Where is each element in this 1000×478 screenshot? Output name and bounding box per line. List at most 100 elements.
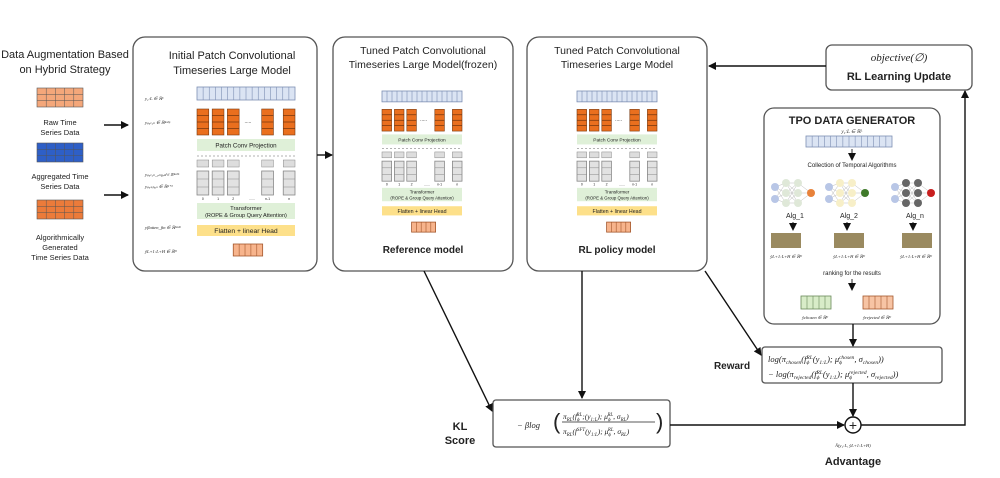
- formula-segment: ϕ: [577, 418, 580, 423]
- position-index: n: [288, 197, 290, 201]
- formula-segment: 1:L: [819, 360, 827, 366]
- formula-segment: (f: [811, 369, 818, 379]
- formula-segment: π: [563, 427, 567, 436]
- position-index: 1: [217, 197, 219, 201]
- node: [891, 183, 899, 191]
- node: [771, 195, 779, 203]
- position-index: 2: [232, 197, 234, 201]
- tpo-input-label: y₁:L ∈ ℝᴸ: [840, 129, 862, 135]
- policy-model-caption: RL policy model: [578, 245, 655, 256]
- ellipsis: .....: [244, 119, 251, 125]
- flatten-head-label: Flatten + linear Head: [592, 209, 641, 215]
- tensor-shape-label: yₚₐₜ꜀ₕ ∈ ℝⁿˣᵈᵖ: [144, 120, 171, 125]
- formula-segment: RL: [606, 413, 613, 418]
- transformer-block: [197, 203, 295, 219]
- node: [902, 179, 910, 187]
- alg-output-label: ŷL+1:L+H ∈ ℝᴴ: [769, 254, 803, 259]
- arrow-reference-to-kl: [423, 270, 493, 412]
- formula-segment: ϕ: [806, 360, 809, 366]
- formula-segment: (y: [813, 354, 820, 364]
- formula-segment: (f: [572, 427, 577, 436]
- embedding-stack: [226, 170, 240, 196]
- output-forecast: [606, 221, 631, 233]
- tpo-internals: [771, 135, 935, 310]
- patch-conv-projection-block: [577, 134, 657, 145]
- transformer-block: [577, 187, 657, 202]
- reference-model-title: Tuned Patch Convolutional: [360, 45, 486, 57]
- patch: [589, 109, 600, 132]
- output-forecast: [411, 221, 437, 233]
- formula-segment: rejected: [875, 375, 893, 381]
- formula-segment: RL: [805, 355, 812, 361]
- node: [825, 195, 833, 203]
- tensor-shape-label: yₚₒₛᵢₜᵢₒₙ ∈ ℝⁿ⁺¹: [144, 184, 173, 189]
- formula-segment: ϕ: [608, 418, 611, 423]
- formula-segment: chosen: [839, 355, 855, 361]
- formula-segment: )): [877, 354, 884, 364]
- patch: [576, 109, 587, 132]
- embedding-stack: [196, 170, 210, 196]
- sum-operator-symbol: +: [849, 417, 857, 433]
- position-index: 1: [398, 182, 400, 186]
- patch: [434, 109, 445, 132]
- data-grid: [36, 142, 84, 163]
- node: [848, 199, 856, 207]
- reward-label: Reward: [714, 361, 750, 372]
- transformer-label: Transformer: [410, 190, 435, 195]
- patch-conv-projection-block: [382, 134, 462, 145]
- flatten-head-label: Flatten + linear Head: [214, 228, 278, 235]
- reward-box: [761, 346, 943, 384]
- embedding-stack: [406, 160, 417, 182]
- node: [914, 179, 922, 187]
- formula-segment: 1:L: [829, 375, 837, 381]
- formula-segment: , σ: [854, 354, 863, 364]
- node: [794, 189, 802, 197]
- node: [914, 189, 922, 197]
- arrow-policy-to-reward: [704, 270, 762, 356]
- node: [836, 189, 844, 197]
- formula-segment: ); μ: [826, 354, 839, 364]
- formula-segment: RL: [620, 418, 627, 423]
- augmentation-title-line1: Data Augmentation Based: [1, 49, 129, 61]
- source-label: Generated: [42, 243, 77, 252]
- source-label: Time Series Data: [31, 253, 89, 262]
- position-token: [261, 159, 274, 168]
- patch-conv-projection-label: Patch Conv Projection: [398, 138, 446, 144]
- patch: [282, 108, 296, 136]
- position-token: [211, 159, 225, 168]
- source-label: Algorithmically: [36, 233, 85, 242]
- formula-segment: RL: [576, 413, 583, 418]
- augmentation-title-line2: on Hybrid Strategy: [19, 64, 111, 76]
- flatten-head-block: [577, 206, 657, 216]
- position-token: [394, 151, 405, 159]
- position-token: [196, 159, 210, 168]
- position-token: [452, 151, 463, 159]
- position-token: [434, 151, 445, 159]
- formula-segment: ϕ: [817, 375, 820, 381]
- formula-segment: ϕ: [839, 360, 842, 366]
- neural-network-icon: [771, 179, 815, 207]
- rejected-output: [862, 295, 894, 310]
- grid-bg: [36, 142, 84, 163]
- formula-segment: rejected: [849, 370, 867, 376]
- patch: [629, 109, 640, 132]
- patch: [196, 108, 210, 136]
- tensor-shape-label: yflatten_fin ∈ ℝⁿˣᵈʰ: [144, 225, 181, 230]
- alg-output-label: ŷL+1:L+H ∈ ℝᴴ: [832, 254, 866, 259]
- formula-segment: (f: [572, 412, 577, 421]
- patch: [381, 109, 392, 132]
- formula-segment: ); μ: [836, 369, 849, 379]
- embedding-stack: [381, 160, 393, 182]
- embedding-stack: [601, 160, 612, 182]
- paren-right: ): [656, 409, 663, 434]
- source-label: Aggregated Time: [31, 172, 88, 181]
- tpo-collection-label: Collection of Temporal Algorithms: [808, 163, 897, 169]
- position-token: [227, 159, 240, 168]
- node: [782, 189, 790, 197]
- node: [782, 199, 790, 207]
- rect: [902, 233, 932, 248]
- position-index: 0: [202, 197, 204, 201]
